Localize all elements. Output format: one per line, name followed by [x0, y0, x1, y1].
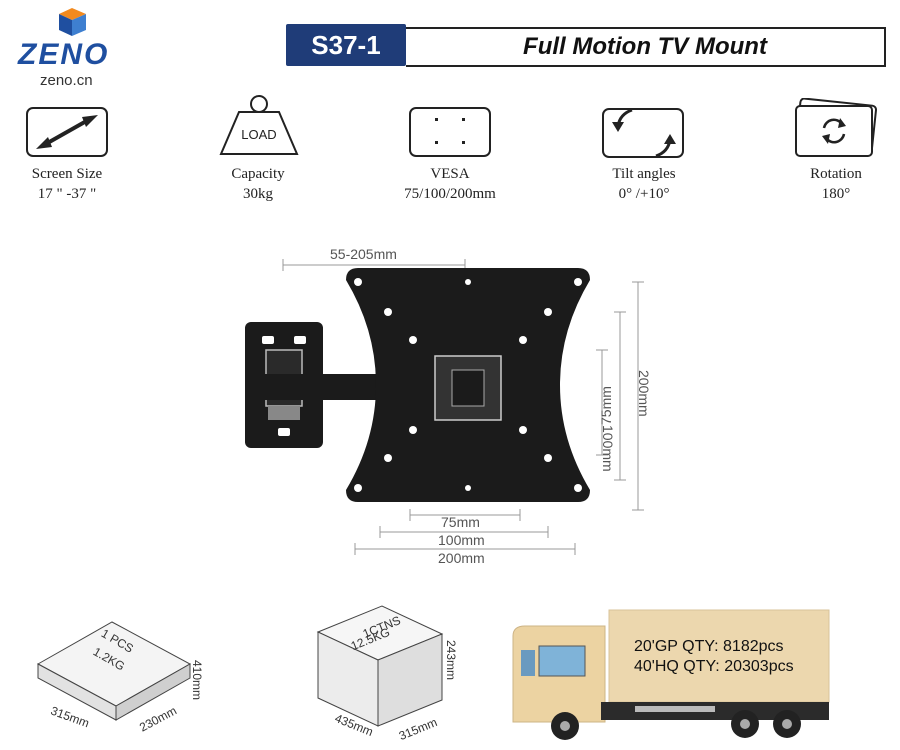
brand-url: zeno.cn	[40, 72, 93, 89]
horizontal-75-label: 75mm	[441, 514, 480, 530]
rotation-icon	[794, 97, 878, 167]
vesa-pattern-icon	[409, 107, 491, 162]
single-box-height: 410mm	[190, 660, 204, 701]
carton-illustration	[316, 605, 444, 727]
spec-rotation: Rotation 180°	[766, 166, 900, 203]
spec-name: Rotation	[810, 166, 862, 182]
horizontal-100-label: 100mm	[438, 532, 485, 548]
model-number: S37-1	[286, 24, 406, 66]
horizontal-200-label: 200mm	[438, 550, 485, 566]
container-40hq-qty: 40'HQ QTY: 20303pcs	[634, 658, 794, 675]
spec-name: Capacity	[231, 166, 285, 182]
spec-name: Screen Size	[31, 166, 103, 182]
vertical-75-label: 75mm	[598, 386, 614, 425]
tilt-icon	[602, 106, 686, 165]
zeno-logo-icon	[59, 8, 86, 36]
spec-capacity: Capacity 30kg	[188, 166, 328, 203]
truck-illustration	[512, 609, 830, 740]
spec-value: 17 " -37 "	[37, 186, 97, 202]
spec-vesa: VESA 75/100/200mm	[380, 166, 520, 203]
single-box-illustration	[36, 621, 192, 721]
spec-value: 0° /+10°	[618, 186, 670, 202]
carton-height: 243mm	[444, 640, 458, 681]
tv-mount-illustration	[245, 259, 644, 555]
spec-value: 30kg	[243, 186, 273, 202]
spec-tilt: Tilt angles 0° /+10°	[574, 166, 714, 203]
spec-value: 180°	[821, 186, 851, 202]
brand-logo	[14, 8, 134, 98]
spec-screen-size: Screen Size 17 " -37 "	[0, 166, 137, 203]
container-20gp-qty: 20'GP QTY: 8182pcs	[634, 638, 784, 655]
screen-size-icon	[26, 107, 108, 162]
spec-name: VESA	[430, 166, 470, 182]
load-weight-icon: LOAD	[217, 94, 301, 161]
spec-value: 75/100/200mm	[404, 186, 496, 202]
spec-name: Tilt angles	[612, 166, 676, 182]
product-title: Full Motion TV Mount	[406, 27, 886, 67]
arm-extension-label: 55-205mm	[330, 246, 397, 262]
brand-name: ZENO	[18, 38, 110, 71]
load-icon-text: LOAD	[241, 127, 276, 142]
vertical-200-label: 200mm	[636, 370, 652, 417]
vertical-100-label: 100mm	[600, 425, 616, 472]
